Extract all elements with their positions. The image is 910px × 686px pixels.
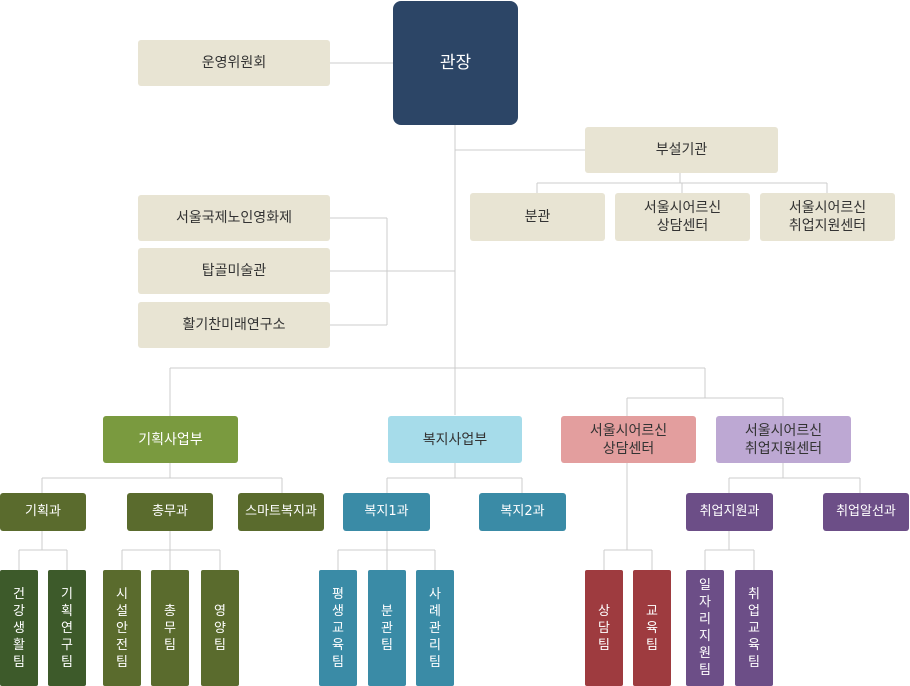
team-counseling-label: 상담팀 bbox=[598, 603, 610, 653]
team-facility-safety-box: 시설안전팀 bbox=[103, 570, 141, 686]
dept-senior-job-label: 서울시어르신 취업지원센터 bbox=[744, 422, 823, 457]
section-welfare1-box: 복지1과 bbox=[343, 493, 430, 531]
section-smart-welfare-box: 스마트복지과 bbox=[238, 493, 324, 531]
program-art-museum-box: 탑골미술관 bbox=[138, 248, 330, 294]
team-counseling-box: 상담팀 bbox=[585, 570, 623, 686]
section-job-placement-box: 취업알선과 bbox=[823, 493, 909, 531]
team-nutrition-label: 영양팀 bbox=[214, 603, 226, 653]
dept-welfare-box: 복지사업부 bbox=[388, 416, 522, 463]
dept-welfare-label: 복지사업부 bbox=[422, 431, 488, 448]
team-lifelong-education-box: 평생교육팀 bbox=[319, 570, 357, 686]
dept-senior-counsel-label: 서울시어르신 상담센터 bbox=[589, 422, 668, 457]
section-smart-welfare-label: 스마트복지과 bbox=[245, 504, 317, 519]
program-art-museum-label: 탑골미술관 bbox=[201, 263, 267, 279]
director-box: 관장 bbox=[393, 1, 518, 125]
section-job-support-label: 취업지원과 bbox=[699, 504, 760, 519]
affiliated-branch-box: 분관 bbox=[470, 193, 605, 241]
team-health-life-label: 건강생활팀 bbox=[13, 586, 25, 670]
team-facility-safety-label: 시설안전팀 bbox=[116, 586, 128, 670]
dept-planning-label: 기획사업부 bbox=[138, 431, 203, 448]
section-welfare1-label: 복지1과 bbox=[364, 504, 409, 519]
team-general-affairs-box: 총무팀 bbox=[151, 570, 189, 686]
team-job-education-label: 취업교육팀 bbox=[748, 586, 760, 670]
program-film-festival-label: 서울국제노인영화제 bbox=[176, 210, 292, 226]
affiliated-branch-label: 분관 bbox=[524, 209, 551, 225]
team-health-life-box: 건강생활팀 bbox=[0, 570, 38, 686]
committee-label: 운영위원회 bbox=[201, 55, 267, 71]
team-planning-research-label: 기획연구팀 bbox=[61, 586, 73, 670]
affiliated-job-label: 서울시어르신 취업지원센터 bbox=[788, 200, 867, 234]
program-film-festival-box: 서울국제노인영화제 bbox=[138, 195, 330, 241]
team-branch-label: 분관팀 bbox=[381, 603, 393, 653]
dept-senior-job-box: 서울시어르신 취업지원센터 bbox=[716, 416, 851, 463]
team-nutrition-box: 영양팀 bbox=[201, 570, 239, 686]
program-future-lab-box: 활기찬미래연구소 bbox=[138, 302, 330, 348]
team-job-education-box: 취업교육팀 bbox=[735, 570, 773, 686]
team-case-management-label: 사례관리팀 bbox=[429, 586, 441, 670]
team-general-affairs-label: 총무팀 bbox=[164, 603, 176, 653]
affiliated-label: 부설기관 bbox=[655, 142, 708, 158]
section-planning-label: 기획과 bbox=[25, 504, 61, 519]
affiliated-box: 부설기관 bbox=[585, 127, 778, 173]
committee-box: 운영위원회 bbox=[138, 40, 330, 86]
section-welfare2-label: 복지2과 bbox=[500, 504, 545, 519]
affiliated-counsel-label: 서울시어르신 상담센터 bbox=[643, 200, 722, 234]
program-future-lab-label: 활기찬미래연구소 bbox=[182, 317, 286, 333]
team-lifelong-education-label: 평생교육팀 bbox=[332, 586, 344, 670]
team-job-support-label: 일자리지원팀 bbox=[699, 578, 711, 678]
dept-senior-counsel-box: 서울시어르신 상담센터 bbox=[561, 416, 696, 463]
section-job-placement-label: 취업알선과 bbox=[836, 504, 896, 519]
affiliated-counsel-box: 서울시어르신 상담센터 bbox=[615, 193, 750, 241]
team-education-box: 교육팀 bbox=[633, 570, 671, 686]
team-branch-box: 분관팀 bbox=[368, 570, 406, 686]
dept-planning-box: 기획사업부 bbox=[103, 416, 238, 463]
team-education-label: 교육팀 bbox=[646, 603, 658, 653]
section-job-support-box: 취업지원과 bbox=[686, 493, 773, 531]
team-case-management-box: 사례관리팀 bbox=[416, 570, 454, 686]
director-label: 관장 bbox=[439, 53, 472, 73]
team-job-support-box: 일자리지원팀 bbox=[686, 570, 724, 686]
section-planning-box: 기획과 bbox=[0, 493, 86, 531]
affiliated-job-box: 서울시어르신 취업지원센터 bbox=[760, 193, 895, 241]
section-general-affairs-label: 총무과 bbox=[152, 504, 188, 519]
section-general-affairs-box: 총무과 bbox=[127, 493, 213, 531]
section-welfare2-box: 복지2과 bbox=[479, 493, 566, 531]
team-planning-research-box: 기획연구팀 bbox=[48, 570, 86, 686]
